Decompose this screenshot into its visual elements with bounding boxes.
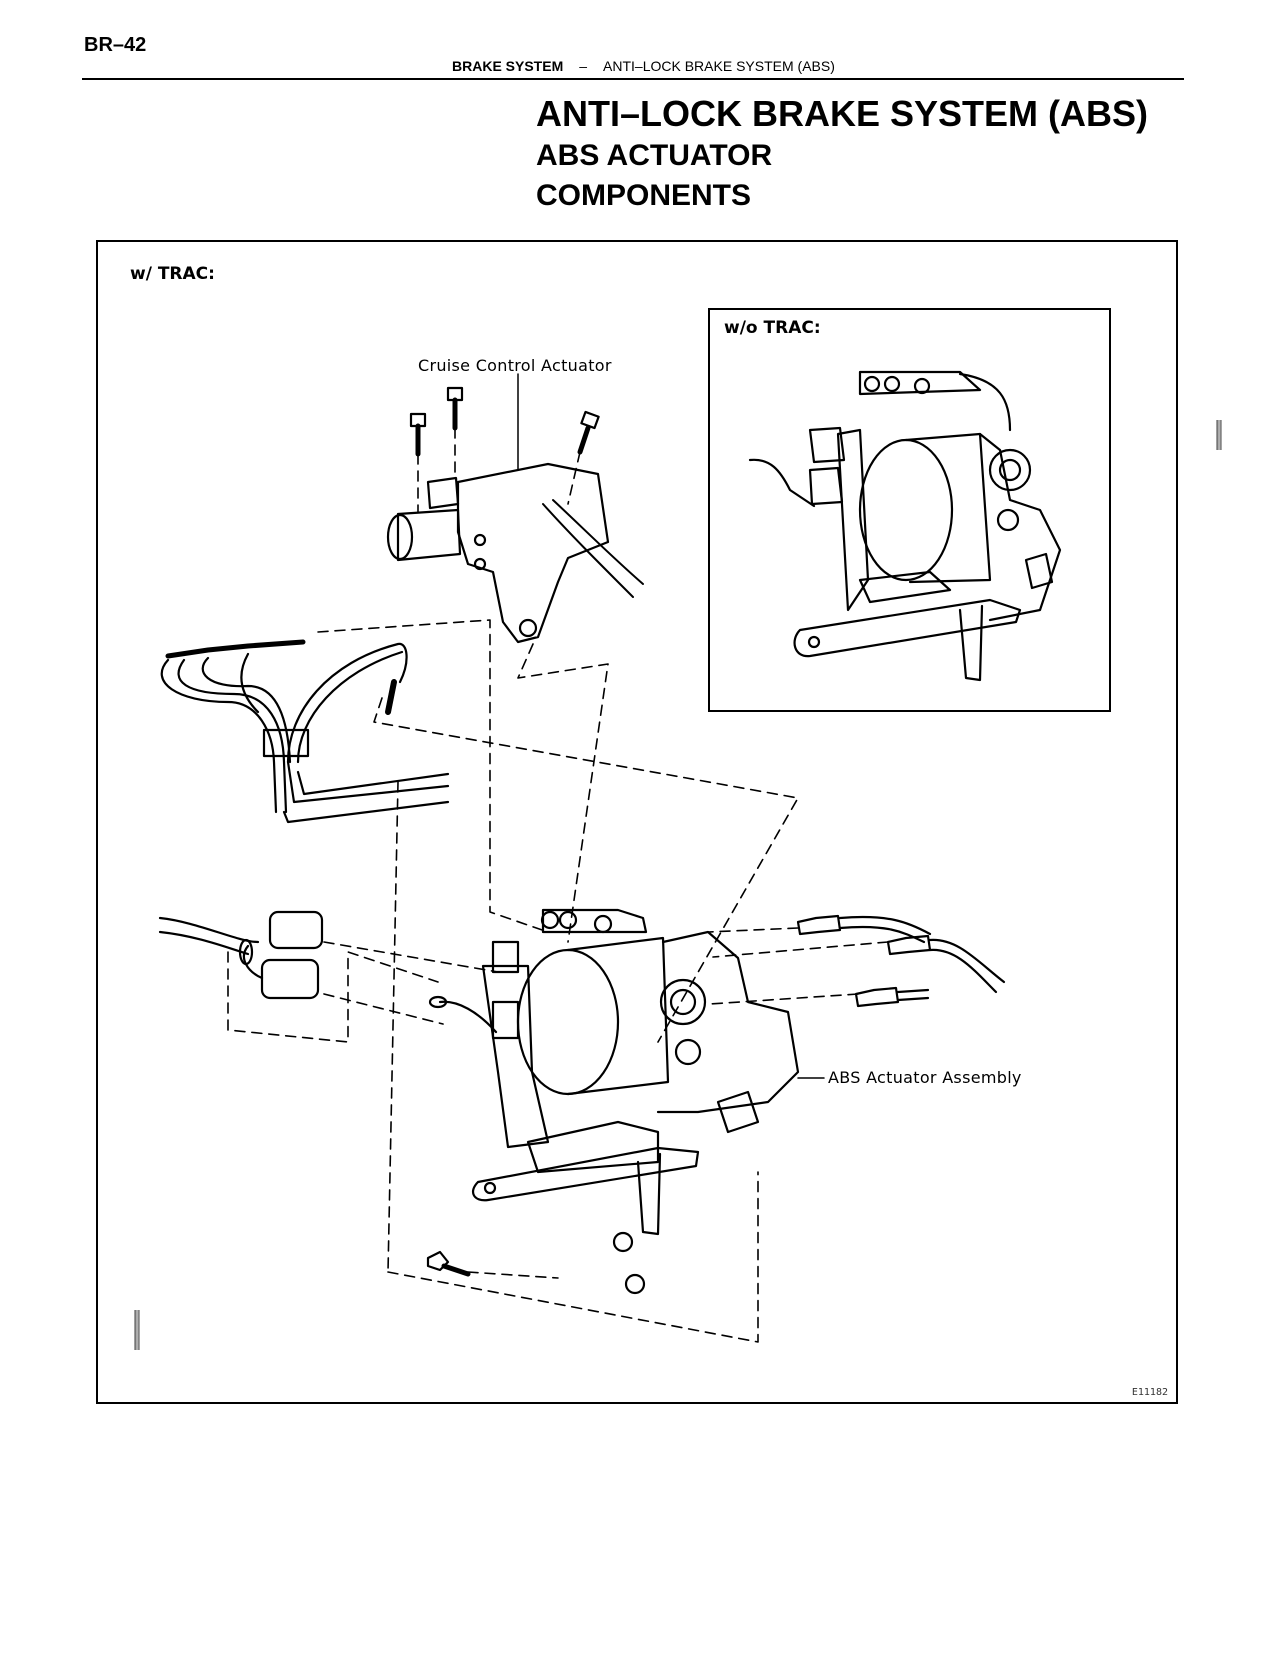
- section-title: ABS ACTUATOR: [536, 139, 773, 172]
- cruise-control-actuator-label: Cruise Control Actuator: [418, 356, 612, 375]
- header-rule: [82, 78, 1184, 80]
- subsection-title: COMPONENTS: [536, 179, 752, 212]
- running-header-subsection: ANTI–LOCK BRAKE SYSTEM (ABS): [603, 58, 835, 74]
- running-header: BRAKE SYSTEM–ANTI–LOCK BRAKE SYSTEM (ABS…: [452, 58, 835, 74]
- wire-connectors-drawing: [158, 910, 324, 1000]
- exploded-view-drawing: [158, 373, 1006, 1343]
- with-trac-label: w/ TRAC:: [130, 264, 215, 284]
- without-trac-drawing: [748, 370, 1062, 682]
- brake-pipe-fittings-drawing: [796, 914, 1006, 1008]
- cruise-control-actuator-drawing: [386, 373, 644, 644]
- without-trac-label: w/o TRAC:: [724, 318, 821, 338]
- figure-code: E11182: [1131, 1387, 1168, 1398]
- running-header-section: BRAKE SYSTEM: [452, 58, 564, 74]
- abs-actuator-assembly-label: ABS Actuator Assembly: [828, 1068, 1022, 1087]
- scan-artifact-left: [134, 1310, 140, 1350]
- page-title: ANTI–LOCK BRAKE SYSTEM (ABS): [536, 93, 1149, 134]
- title-block: ANTI–LOCK BRAKE SYSTEM (ABS) ABS ACTUATO…: [536, 92, 1148, 216]
- without-trac-inset: w/o TRAC:: [708, 308, 1111, 712]
- scan-artifact-right: [1216, 420, 1222, 450]
- abs-actuator-assembly-drawing: [428, 908, 825, 1236]
- brake-tubes-drawing: [160, 639, 450, 824]
- bolts: [409, 386, 646, 1295]
- page-number: BR–42: [84, 34, 147, 56]
- running-header-separator: –: [579, 58, 588, 74]
- dashed-leaders: [227, 427, 889, 1343]
- components-illustration: w/ TRAC:: [96, 240, 1178, 1404]
